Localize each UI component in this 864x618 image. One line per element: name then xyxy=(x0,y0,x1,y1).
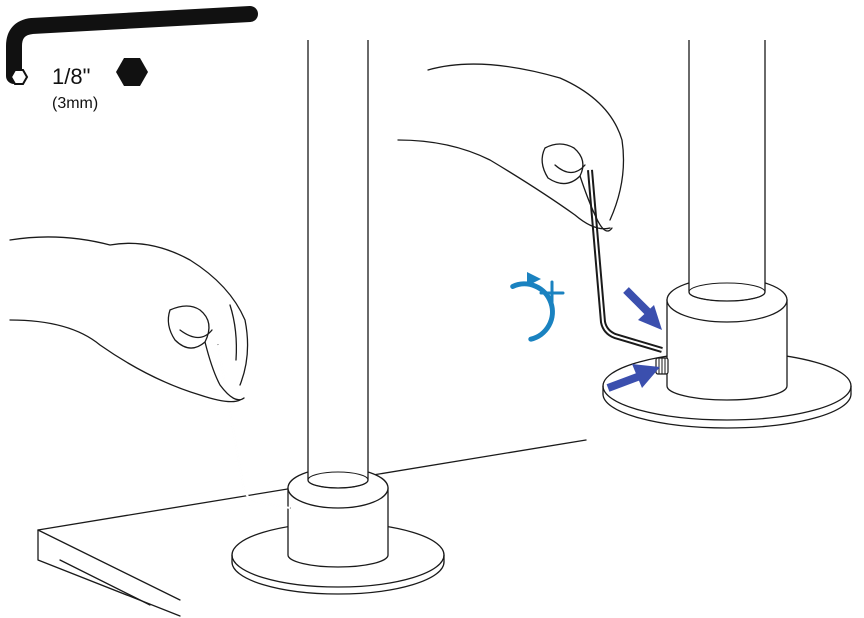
clockwise-plus-icon xyxy=(510,272,565,342)
right-hand xyxy=(397,63,625,232)
pointer-arrow-upper xyxy=(623,287,662,330)
hex-key-tool-icon xyxy=(6,6,258,84)
pointer-arrow-lower xyxy=(606,364,660,392)
right-pole-assembly xyxy=(587,40,852,429)
hex-key-tip-icon xyxy=(9,69,29,85)
left-pole-assembly xyxy=(217,40,445,595)
hex-key-size-metric: (3mm) xyxy=(52,95,98,112)
hex-key-size-imperial: 1/8" xyxy=(52,64,90,89)
hex-key-legend: 1/8" (3mm) xyxy=(6,6,258,112)
hexagon-icon xyxy=(116,58,148,86)
left-hand xyxy=(9,236,249,403)
